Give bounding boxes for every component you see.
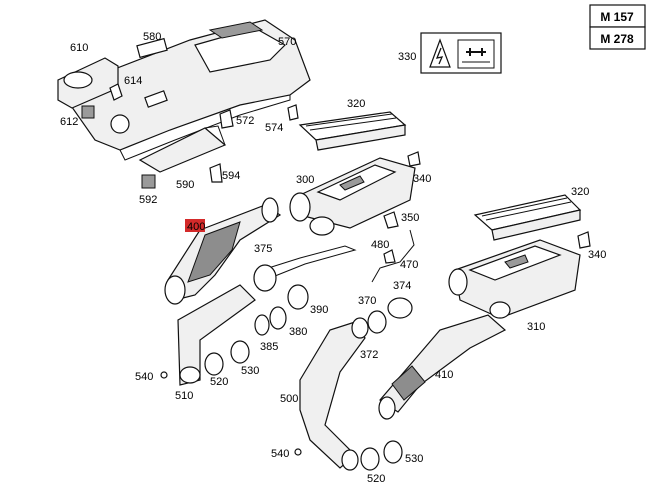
screw-540-bottom[interactable]	[294, 448, 302, 456]
part-label-400[interactable]: 400	[187, 221, 205, 233]
engine-code-box-1: M 157	[589, 4, 646, 28]
part-label-530-bottom[interactable]: 530	[405, 453, 423, 465]
part-label-330[interactable]: 330	[398, 51, 416, 63]
clamp-530-left[interactable]	[230, 340, 250, 364]
intake-duct-500[interactable]	[299, 321, 366, 471]
part-label-594[interactable]: 594	[222, 170, 240, 182]
air-filter-housing-310[interactable]	[448, 239, 581, 319]
svg-text:M 278: M 278	[600, 32, 634, 46]
part-label-540-left[interactable]: 540	[135, 371, 153, 383]
part-label-480[interactable]: 480	[371, 239, 389, 251]
part-label-372[interactable]: 372	[360, 349, 378, 361]
clamp-385[interactable]	[254, 314, 270, 336]
part-label-350[interactable]: 350	[401, 212, 419, 224]
manual-wrench-icon	[457, 39, 495, 69]
part-label-520-bottom[interactable]: 520	[367, 473, 385, 485]
grommet-612[interactable]	[81, 105, 95, 119]
engine-code-box-2: M 278	[589, 26, 646, 50]
air-intake-hose-400[interactable]	[164, 197, 282, 305]
seal-380[interactable]	[269, 306, 287, 330]
part-label-592[interactable]: 592	[139, 194, 157, 206]
part-label-574[interactable]: 574	[265, 122, 283, 134]
part-label-500[interactable]: 500	[280, 393, 298, 405]
part-label-320-lower[interactable]: 320	[571, 186, 589, 198]
screw-540-left[interactable]	[160, 371, 168, 379]
part-label-300[interactable]: 300	[296, 174, 314, 186]
sensor-375[interactable]	[253, 264, 277, 292]
part-label-380[interactable]: 380	[289, 326, 307, 338]
connector-374[interactable]	[387, 297, 413, 319]
part-label-570[interactable]: 570	[278, 36, 296, 48]
seal-520-bottom[interactable]	[360, 447, 380, 471]
part-label-612[interactable]: 612	[60, 116, 78, 128]
part-label-410[interactable]: 410	[435, 369, 453, 381]
seal-370[interactable]	[367, 310, 387, 334]
part-label-580[interactable]: 580	[143, 31, 161, 43]
clamp-372[interactable]	[351, 317, 369, 339]
part-label-590[interactable]: 590	[176, 179, 194, 191]
svg-text:M 157: M 157	[600, 10, 634, 24]
part-label-310[interactable]: 310	[527, 321, 545, 333]
seal-520-left[interactable]	[204, 352, 224, 376]
engine-cover[interactable]	[59, 19, 311, 161]
part-label-470[interactable]: 470	[400, 259, 418, 271]
clip-340-upper[interactable]	[407, 151, 421, 167]
part-label-572[interactable]: 572	[236, 115, 254, 127]
part-label-340-lower[interactable]: 340	[588, 249, 606, 261]
air-filter-upper[interactable]	[298, 111, 407, 151]
clip-340-lower[interactable]	[577, 231, 591, 249]
part-label-370[interactable]: 370	[358, 295, 376, 307]
part-label-510[interactable]: 510	[175, 390, 193, 402]
part-label-610[interactable]: 610	[70, 42, 88, 54]
part-label-520-left[interactable]: 520	[210, 376, 228, 388]
intake-duct-410[interactable]	[378, 314, 507, 420]
cover-plate-part[interactable]	[136, 37, 168, 59]
hose-470[interactable]	[371, 229, 415, 283]
part-label-530-left[interactable]: 530	[241, 365, 259, 377]
part-label-385[interactable]: 385	[260, 341, 278, 353]
sensor-350[interactable]	[383, 211, 399, 229]
part-label-340-upper[interactable]: 340	[413, 173, 431, 185]
clip-572[interactable]	[219, 109, 234, 129]
air-filter-housing-300[interactable]	[289, 157, 416, 236]
part-label-320-upper[interactable]: 320	[347, 98, 365, 110]
warning-label-330[interactable]	[420, 32, 502, 74]
trim-panel-590[interactable]	[138, 125, 227, 173]
part-label-375[interactable]: 375	[254, 243, 272, 255]
electrical-warning-icon	[429, 38, 451, 68]
clip-614[interactable]	[109, 83, 123, 101]
part-label-390[interactable]: 390	[310, 304, 328, 316]
clamp-530-bottom[interactable]	[383, 440, 403, 464]
intake-duct-510[interactable]	[177, 284, 256, 386]
clamp-390[interactable]	[287, 284, 309, 310]
part-label-540-bottom[interactable]: 540	[271, 448, 289, 460]
bracket-375[interactable]	[261, 245, 357, 279]
highlight-marker-400	[185, 219, 205, 232]
grommet-592[interactable]	[141, 174, 156, 189]
part-label-374[interactable]: 374	[393, 280, 411, 292]
clip-480[interactable]	[383, 249, 396, 264]
clip-574[interactable]	[287, 104, 299, 121]
clip-594[interactable]	[209, 163, 223, 183]
air-filter-lower[interactable]	[473, 194, 582, 241]
part-label-614[interactable]: 614	[124, 75, 142, 87]
filler-cap-part[interactable]	[57, 57, 119, 109]
